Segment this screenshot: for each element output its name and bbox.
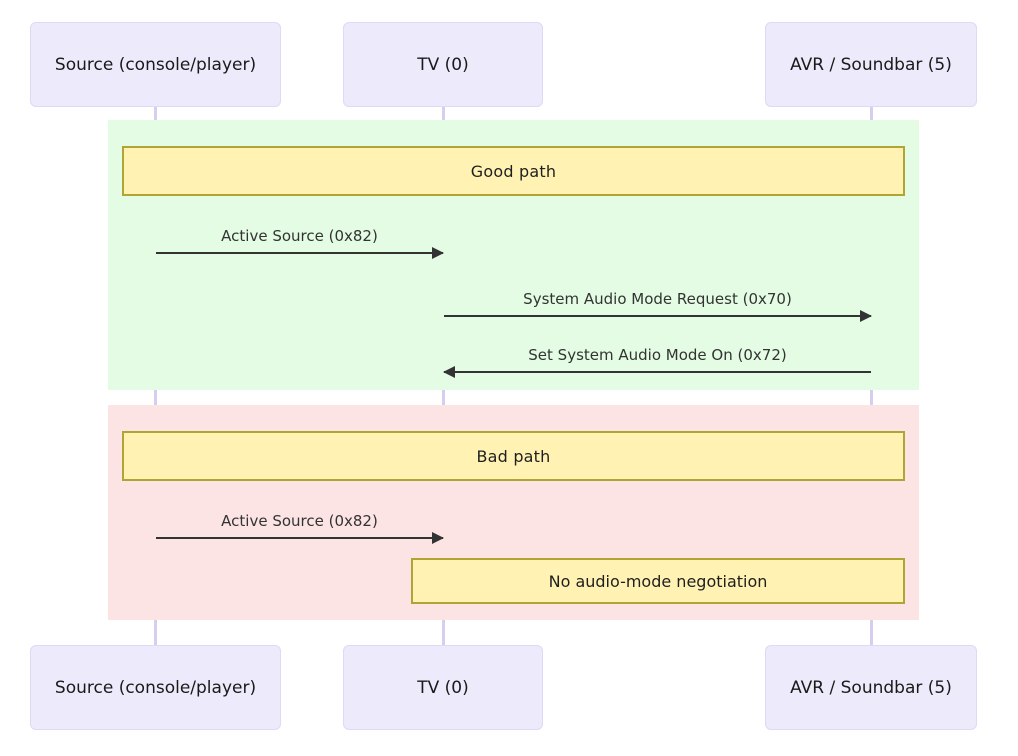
arrow-head-right-icon: [860, 310, 872, 322]
participant-tv-bottom[interactable]: TV (0): [343, 645, 543, 730]
participant-tv-bottom-label: TV (0): [417, 677, 469, 698]
participant-source-bottom-label: Source (console/player): [54, 677, 257, 698]
note-no-audio-mode-negotiation-label: No audio-mode negotiation: [548, 571, 768, 591]
message-system-audio-mode-request: System Audio Mode Request (0x70): [444, 287, 872, 322]
arrow-head-right-icon: [432, 532, 444, 544]
message-line: [156, 537, 443, 539]
participant-tv-top[interactable]: TV (0): [343, 22, 543, 107]
participant-tv-top-label: TV (0): [417, 54, 469, 75]
message-active-source-bad-label: Active Source (0x82): [221, 512, 378, 530]
message-line: [156, 252, 443, 254]
message-set-system-audio-mode-on-label: Set System Audio Mode On (0x72): [528, 346, 787, 364]
message-system-audio-mode-request-label: System Audio Mode Request (0x70): [523, 290, 792, 308]
message-line: [444, 371, 871, 373]
participant-source-bottom[interactable]: Source (console/player): [30, 645, 281, 730]
participant-avr-bottom-label: AVR / Soundbar (5): [790, 677, 952, 698]
message-active-source-bad: Active Source (0x82): [156, 509, 444, 544]
note-no-audio-mode-negotiation: No audio-mode negotiation: [411, 558, 905, 604]
participant-source-top[interactable]: Source (console/player): [30, 22, 281, 107]
arrow-head-left-icon: [443, 366, 455, 378]
section-title-bad-path: Bad path: [122, 431, 905, 481]
participant-avr-top[interactable]: AVR / Soundbar (5): [765, 22, 977, 107]
message-active-source-good: Active Source (0x82): [156, 224, 444, 259]
message-set-system-audio-mode-on: Set System Audio Mode On (0x72): [443, 343, 871, 378]
section-title-good-path: Good path: [122, 146, 905, 196]
participant-avr-bottom[interactable]: AVR / Soundbar (5): [765, 645, 977, 730]
participant-avr-top-label: AVR / Soundbar (5): [790, 54, 952, 75]
arrow-head-right-icon: [432, 247, 444, 259]
message-active-source-good-label: Active Source (0x82): [221, 227, 378, 245]
section-title-bad-path-label: Bad path: [476, 446, 551, 466]
message-line: [444, 315, 871, 317]
section-title-good-path-label: Good path: [470, 161, 557, 181]
participant-source-top-label: Source (console/player): [54, 54, 257, 75]
